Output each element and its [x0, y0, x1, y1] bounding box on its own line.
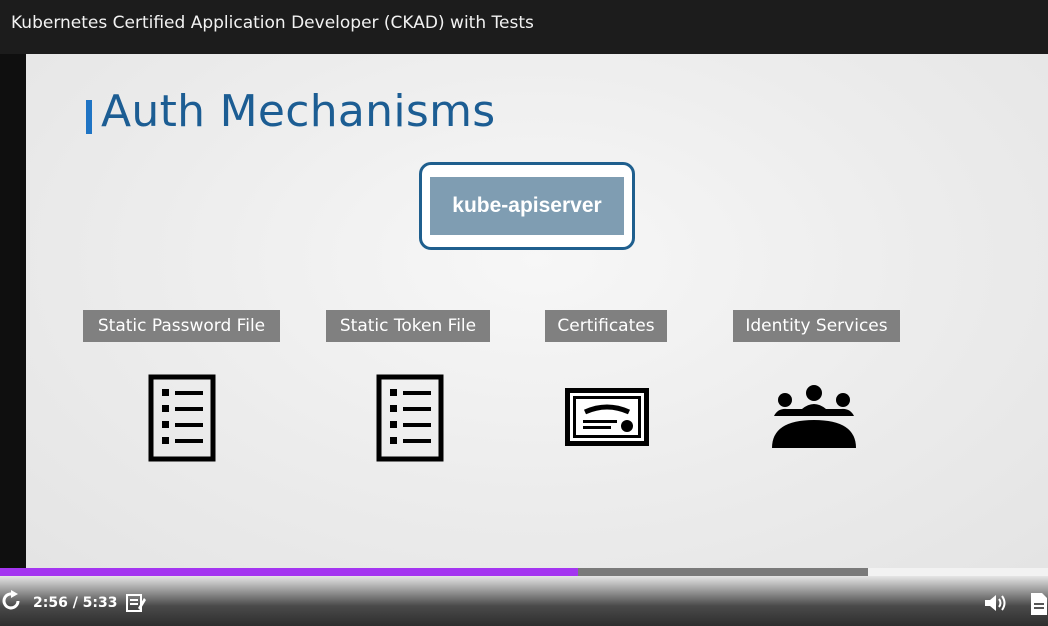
title-accent-bar — [86, 100, 92, 134]
mechanism-label-identity-services: Identity Services — [733, 310, 900, 342]
slide: Auth Mechanisms kube-apiserver Static Pa… — [26, 54, 1048, 568]
notes-icon[interactable] — [126, 594, 146, 612]
mechanism-label-static-password: Static Password File — [83, 310, 280, 342]
certificate-icon — [565, 388, 649, 446]
slide-title: Auth Mechanisms — [101, 86, 496, 137]
kube-apiserver-box: kube-apiserver — [419, 162, 635, 250]
replay-icon[interactable] — [0, 590, 22, 612]
playback-time: 2:56 / 5:33 — [33, 595, 118, 611]
mechanism-label-certificates: Certificates — [545, 310, 667, 342]
volume-icon[interactable] — [984, 593, 1008, 613]
window-title: Kubernetes Certified Application Develop… — [0, 0, 1048, 54]
kube-apiserver-label: kube-apiserver — [430, 177, 624, 235]
player-controls: 2:56 / 5:33 — [0, 576, 1048, 626]
document-list-icon — [148, 374, 216, 462]
video-progress-bar[interactable] — [0, 568, 868, 576]
document-list-icon — [376, 374, 444, 462]
mechanism-label-static-token: Static Token File — [326, 310, 490, 342]
transcript-icon[interactable] — [1030, 592, 1048, 616]
group-people-icon — [772, 385, 856, 448]
video-stage[interactable]: Auth Mechanisms kube-apiserver Static Pa… — [0, 54, 1048, 576]
video-progress-buffer — [868, 568, 1048, 576]
video-progress-fill — [0, 568, 579, 576]
